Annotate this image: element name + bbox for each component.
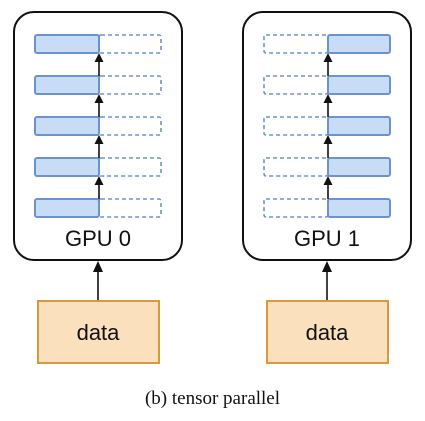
gpu-0-inactive-shard	[98, 75, 162, 95]
data-to-gpu-0-arrow-head	[93, 261, 103, 272]
gpu-1-inactive-shard	[263, 75, 329, 95]
gpu-1-active-shard	[327, 75, 391, 95]
gpu-1-active-shard	[327, 157, 391, 177]
gpu-0-active-shard	[34, 157, 100, 177]
gpu-1-arrow-head	[323, 135, 333, 144]
data-box-1-group: data	[266, 300, 389, 364]
gpu-0-inactive-shard	[98, 157, 162, 177]
gpu-1-arrow-head	[323, 53, 333, 62]
gpu-0-arrow-head	[94, 53, 104, 62]
gpu-0-inactive-shard	[98, 34, 162, 54]
gpu-0-active-shard	[34, 75, 100, 95]
data-box-0-label: data	[77, 320, 121, 345]
gpu-0-active-shard	[34, 34, 100, 54]
data-box-1	[266, 300, 389, 364]
data-to-gpu-1-arrow-head	[322, 261, 332, 272]
gpu-0-flow-arrows	[94, 53, 104, 199]
data-input-arrows	[93, 261, 332, 300]
gpu-1-active-shard	[327, 34, 391, 54]
gpu-1-inactive-shard	[263, 198, 329, 218]
gpu-1-inactive-shard	[263, 157, 329, 177]
gpu-0-inactive-shard	[98, 198, 162, 218]
gpu-1-arrow-head	[323, 94, 333, 103]
gpu-0-group: GPU 0	[13, 11, 183, 261]
gpu-1-inactive-shard	[263, 34, 329, 54]
gpu-0-arrow-head	[94, 176, 104, 185]
gpu-0-arrow-head	[94, 135, 104, 144]
data-box-0	[37, 300, 160, 364]
gpu-1-arrow-head	[323, 176, 333, 185]
gpu-0-active-shard	[34, 198, 100, 218]
gpu-0-arrow-head	[94, 94, 104, 103]
figure-caption: (b) tensor parallel	[144, 388, 281, 409]
gpu-0-label: GPU 0	[65, 226, 131, 251]
gpu-1-label: GPU 1	[294, 226, 360, 251]
data-box-1-label: data	[306, 320, 350, 345]
data-box-0-group: data	[37, 300, 160, 364]
gpu-1-inactive-shard	[263, 116, 329, 136]
gpu-0-inactive-shard	[98, 116, 162, 136]
gpu-1-active-shard	[327, 116, 391, 136]
gpu-1-flow-arrows	[323, 53, 333, 199]
gpu-1-active-shard	[327, 198, 391, 218]
gpu-1-group: GPU 1	[242, 11, 412, 261]
gpu-0-active-shard	[34, 116, 100, 136]
